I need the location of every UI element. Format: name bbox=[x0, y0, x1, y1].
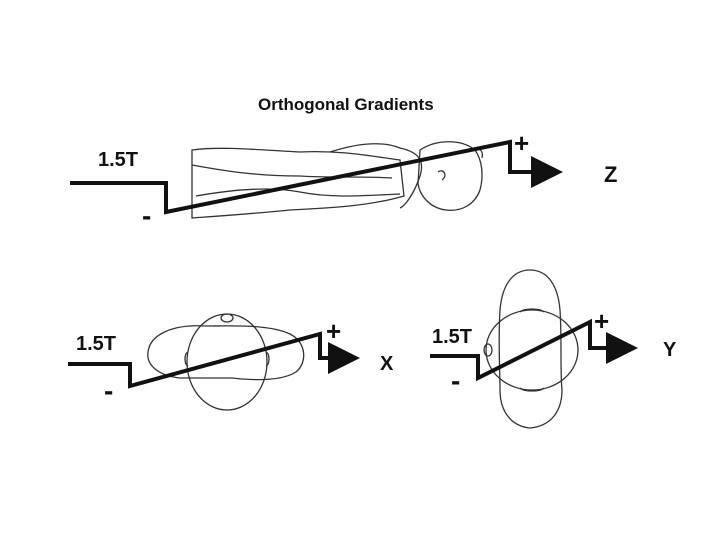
z-gradient-waveform bbox=[70, 139, 563, 215]
panel-y: 1.5T - + Y bbox=[430, 269, 677, 429]
panel-z: 1.5T - + Z bbox=[70, 128, 617, 231]
z-axis-label: Z bbox=[604, 162, 617, 187]
y-axis-label: Y bbox=[663, 339, 677, 361]
y-minus-label: - bbox=[451, 365, 460, 396]
y-gradient-waveform bbox=[430, 318, 638, 382]
x-plus-label: + bbox=[326, 316, 341, 346]
patient-top-view-y bbox=[483, 269, 579, 429]
x-gradient-waveform bbox=[68, 331, 360, 389]
x-minus-label: - bbox=[104, 375, 113, 406]
panel-x: 1.5T - + X bbox=[68, 313, 394, 411]
y-plus-label: + bbox=[594, 306, 609, 336]
patient-side-view bbox=[191, 141, 484, 219]
z-field-label: 1.5T bbox=[98, 149, 138, 171]
z-plus-label: + bbox=[514, 128, 529, 158]
x-axis-label: X bbox=[380, 353, 394, 375]
patient-top-view-x bbox=[147, 313, 305, 411]
diagram-title: Orthogonal Gradients bbox=[258, 95, 434, 114]
z-minus-label: - bbox=[142, 200, 151, 231]
y-field-label: 1.5T bbox=[432, 326, 472, 348]
x-field-label: 1.5T bbox=[76, 333, 116, 355]
